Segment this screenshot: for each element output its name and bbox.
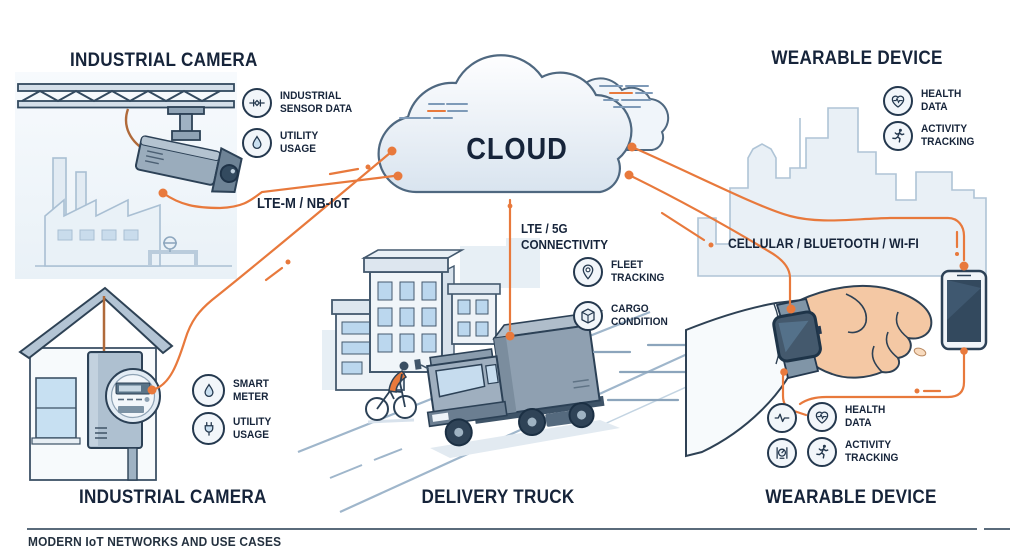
heart-ecg-icon xyxy=(883,86,913,116)
wearable-device-top-title: WEARABLE DEVICE xyxy=(771,48,943,69)
feature-utility-usage-top: UTILITY USAGE xyxy=(242,128,322,158)
feature-activity-tracking-top: ACTIVITY TRACKING xyxy=(883,121,979,151)
cloud-shape xyxy=(377,54,633,194)
cloud-title: CLOUD xyxy=(466,131,568,166)
feature-label: ACTIVITY TRACKING xyxy=(845,439,899,464)
feature-label: UTILITY USAGE xyxy=(280,130,319,155)
line-phone-icons xyxy=(798,349,966,406)
water-drop-icon xyxy=(192,374,225,407)
feature-cargo-condition: CARGO CONDITION xyxy=(573,301,673,331)
feature-label: CARGO CONDITION xyxy=(611,303,668,328)
industrial-camera-bottom-title: INDUSTRIAL CAMERA xyxy=(79,487,267,508)
line-meter-cloud xyxy=(150,151,392,392)
security-camera xyxy=(124,106,243,194)
smart-meter-device xyxy=(87,351,161,481)
sensor-icon xyxy=(242,88,272,118)
connection-label-cellular: CELLULAR / BLUETOOTH / WI-FI xyxy=(728,236,919,251)
line-camera-cloud xyxy=(161,174,396,210)
cloud-dashes xyxy=(399,85,653,119)
water-drop-icon xyxy=(242,128,272,158)
smartphone xyxy=(940,269,988,351)
feature-label: HEALTH DATA xyxy=(845,404,886,429)
feature-industrial-sensor-data: INDUSTRIAL SENSOR DATA xyxy=(242,88,358,118)
office-buildings xyxy=(331,249,501,391)
smartwatch xyxy=(772,297,822,380)
road xyxy=(297,310,747,514)
footer-caption: MODERN IoT NETWORKS AND USE CASES xyxy=(28,535,282,549)
feature-label: SMART METER xyxy=(233,377,269,403)
meter-gauge-icon xyxy=(767,438,797,468)
line-cloud-phone xyxy=(630,145,966,262)
connection-label-lte-5g: LTE / 5G CONNECTIVITY xyxy=(521,221,609,252)
ceiling-truss xyxy=(17,83,235,109)
feature-health-data-top: HEALTH DATA xyxy=(883,86,965,116)
feature-label: HEALTH DATA xyxy=(921,88,962,113)
feature-activity-tracking-bottom: ACTIVITY TRACKING xyxy=(807,437,903,467)
industrial-camera-top-title: INDUSTRIAL CAMERA xyxy=(70,50,258,71)
feature-smart-meter: SMART METER xyxy=(192,374,272,407)
runner-icon xyxy=(883,121,913,151)
pulse-icon xyxy=(767,403,797,433)
connection-label-lte-m: LTE-M / NB-IoT xyxy=(257,196,350,212)
feature-label: UTILITY USAGE xyxy=(233,415,272,441)
feature-fleet-tracking: FLEET TRACKING xyxy=(573,257,669,287)
feature-label: ACTIVITY TRACKING xyxy=(921,123,975,148)
city-skyline xyxy=(697,107,987,277)
feature-label: FLEET TRACKING xyxy=(611,259,665,284)
feature-label: INDUSTRIAL SENSOR DATA xyxy=(280,90,353,115)
connection-endpoints xyxy=(147,142,969,395)
delivery-truck-title: DELIVERY TRUCK xyxy=(421,487,575,508)
runner-icon xyxy=(807,437,837,467)
feature-utility-usage-bottom: UTILITY USAGE xyxy=(192,412,275,445)
line-cloud-watch xyxy=(627,173,792,306)
feature-health-data-bottom: HEALTH DATA xyxy=(807,402,889,432)
footer-divider-dash xyxy=(984,528,1010,530)
footer-divider xyxy=(27,528,977,530)
wearable-device-bottom-title: WEARABLE DEVICE xyxy=(765,487,937,508)
location-pin-icon xyxy=(573,257,603,287)
power-plug-icon xyxy=(192,412,225,445)
heart-ecg-icon xyxy=(807,402,837,432)
cyclist xyxy=(365,361,417,424)
package-box-icon xyxy=(573,301,603,331)
